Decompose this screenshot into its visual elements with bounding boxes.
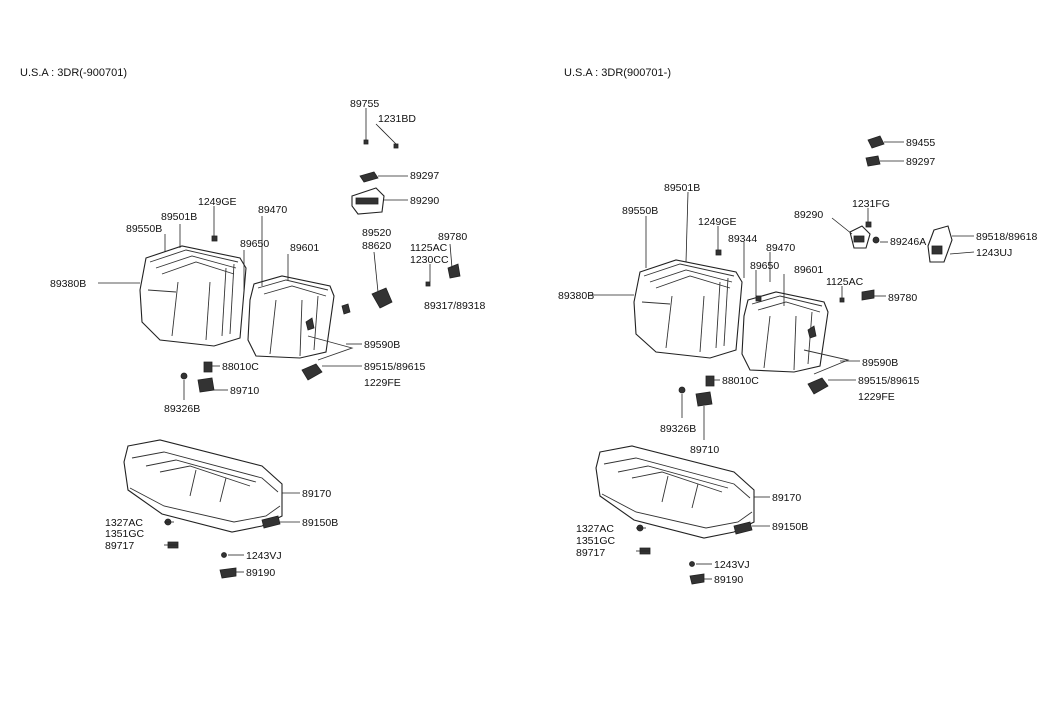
left-label-88010c: 88010C [222,361,259,373]
right-label-89344: 89344 [728,233,757,245]
left-small-seat-back-illustration [247,275,354,361]
left-label-89710: 89710 [230,385,259,397]
left-label-89470: 89470 [258,204,287,216]
left-label-1243vj: 1243VJ [246,550,282,562]
right-label-1351gc: 1351GC [576,535,616,547]
left-label-89590b: 89590B [364,339,400,351]
right-label-89470: 89470 [766,242,795,254]
left-label-1249ge: 1249GE [198,196,237,208]
right-title: U.S.A : 3DR(900701-) [564,67,671,79]
right-label-89710: 89710 [690,444,719,456]
right-label-89297: 89297 [906,156,935,168]
right-label-89150b: 89150B [772,521,808,533]
left-label-89150b: 89150B [302,517,338,529]
left-label-89650: 89650 [240,238,269,250]
right-label-89290: 89290 [794,209,823,221]
left-label-89170: 89170 [302,488,331,500]
right-cushion-illustration [595,445,755,539]
right-label-89518-89618: 89518/89618 [976,231,1037,243]
left-leader-lines [98,108,453,573]
right-label-89326b: 89326B [660,423,696,435]
left-label-89380b: 89380B [50,278,86,290]
left-label-89550b: 89550B [126,223,162,235]
right-small-parts [636,135,953,585]
left-part-labels: 89755 1231BD 89297 89290 1249GE 89470 89… [50,98,485,579]
right-label-88010c: 88010C [722,375,759,387]
right-label-89515-89615: 89515/89615 [858,375,919,387]
right-label-89780: 89780 [888,292,917,304]
left-seat-back-illustration [139,245,247,347]
left-label-1230cc: 1230CC [410,254,449,266]
right-label-89380b: 89380B [558,290,594,302]
right-label-89170: 89170 [772,492,801,504]
left-label-89297: 89297 [410,170,439,182]
right-diagram: U.S.A : 3DR(900701-) [558,67,1037,586]
left-cushion-illustration [123,439,283,533]
left-label-88620: 88620 [362,240,391,252]
left-label-1351gc: 1351GC [105,528,145,540]
right-label-89190: 89190 [714,574,743,586]
right-label-89650: 89650 [750,260,779,272]
left-label-89190: 89190 [246,567,275,579]
left-label-1327ac: 1327AC [105,517,143,529]
right-label-89590b: 89590B [862,357,898,369]
right-label-89717: 89717 [576,547,605,559]
right-label-89601: 89601 [794,264,823,276]
right-label-1243vj: 1243VJ [714,559,750,571]
left-diagram: U.S.A : 3DR(-900701) [20,67,485,579]
left-label-89317-89318: 89317/89318 [424,300,485,312]
right-seat-back-illustration [633,259,743,359]
right-label-89501b: 89501B [664,182,700,194]
left-label-1125ac: 1125AC [410,242,448,254]
right-label-89246a: 89246A [890,236,926,248]
right-label-89455: 89455 [906,137,935,149]
right-label-1327ac: 1327AC [576,523,614,535]
left-label-89755: 89755 [350,98,379,110]
left-label-89717: 89717 [105,540,134,552]
right-label-1125ac: 1125AC [826,276,864,288]
left-title: U.S.A : 3DR(-900701) [20,67,127,79]
right-label-1249ge: 1249GE [698,216,737,228]
left-label-89326b: 89326B [164,403,200,415]
left-label-89290: 89290 [410,195,439,207]
right-label-89550b: 89550B [622,205,658,217]
left-label-1229fe: 1229FE [364,377,401,389]
left-small-parts [164,139,461,579]
right-label-1231fg: 1231FG [852,198,890,210]
left-label-89780: 89780 [438,231,467,243]
right-small-seat-back-illustration [741,291,850,375]
right-label-1243uj: 1243UJ [976,247,1012,259]
left-label-1231bd: 1231BD [378,113,416,125]
left-label-89520: 89520 [362,227,391,239]
left-label-89501b: 89501B [161,211,197,223]
right-leader-lines [590,141,975,580]
right-label-1229fe: 1229FE [858,391,895,403]
left-label-89601: 89601 [290,242,319,254]
right-part-labels: 89455 89297 89501B 89550B 1231FG 89290 1… [558,137,1037,586]
left-label-89515-89615: 89515/89615 [364,361,425,373]
